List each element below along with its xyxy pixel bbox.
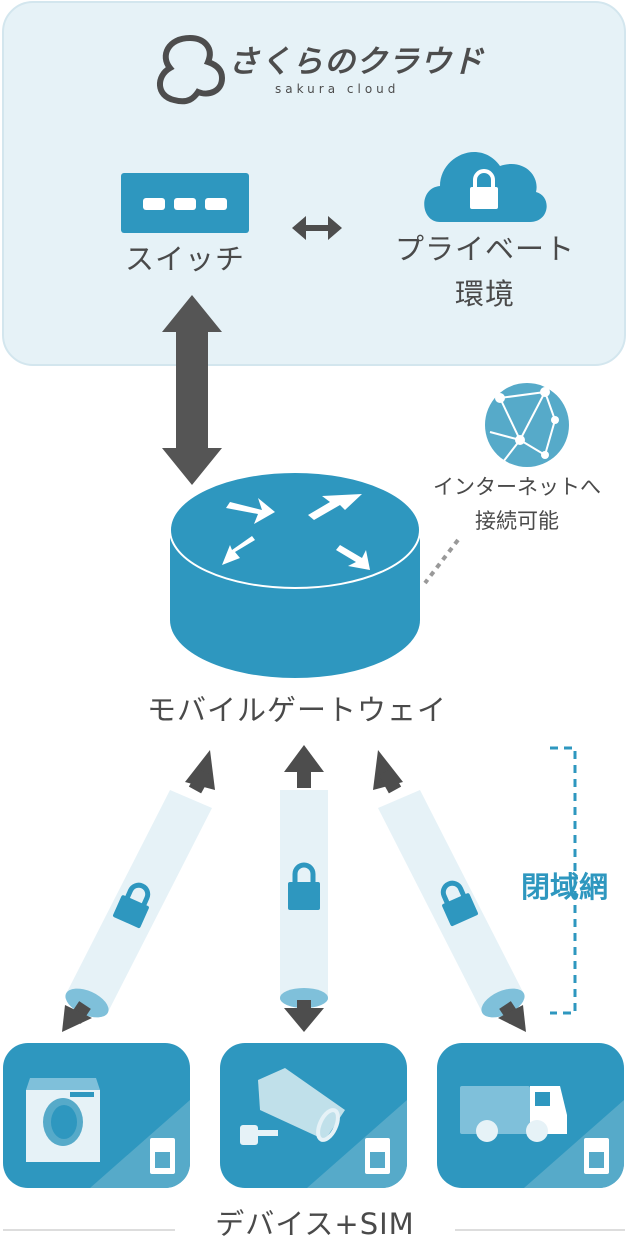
logo-name-ja: さくらのクラウド (228, 44, 484, 80)
switch-icon (121, 173, 249, 233)
sakura-logo-icon (157, 34, 226, 105)
vertical-double-arrow (162, 295, 222, 485)
private-env-label-1: プライベート (394, 232, 576, 266)
double-arrow-icon (292, 216, 342, 240)
private-cloud-lock-icon (424, 152, 547, 222)
lock-icon-right (440, 880, 478, 926)
internet-label-2: 接続可能 (475, 509, 559, 533)
lock-icon-center (288, 862, 320, 910)
device-washing-machine (3, 1043, 190, 1188)
mobile-gateway-label: モバイルゲートウェイ (146, 693, 448, 727)
internet-label-1: インターネットへ (433, 475, 601, 499)
router-icon (169, 471, 421, 678)
secure-tunnel-left (62, 750, 215, 1032)
device-security-camera (220, 1043, 407, 1188)
globe-icon (485, 383, 569, 467)
closed-network-bracket (550, 746, 577, 1015)
logo-name-en: sakura cloud (275, 82, 400, 96)
device-truck (437, 1043, 624, 1188)
switch-label: スイッチ (124, 242, 246, 276)
private-env-label-2: 環境 (454, 277, 516, 311)
internet-dotted-connector (423, 538, 460, 585)
closed-network-label: 閉域網 (521, 870, 609, 904)
lock-icon-left (113, 882, 151, 928)
sakura-cloud-panel (2, 1, 626, 366)
secure-tunnel-right (373, 750, 526, 1032)
devices-sim-label: デバイス+SIM (215, 1207, 415, 1241)
